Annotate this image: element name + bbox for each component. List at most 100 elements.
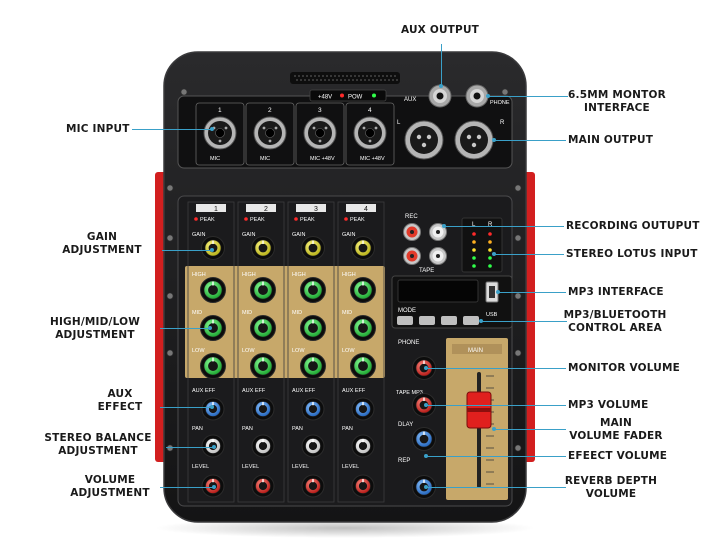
aux-effect-knob-2[interactable] [251, 397, 275, 421]
tape-text: TAPE [419, 268, 434, 274]
pan-knob-2[interactable] [251, 434, 275, 458]
gain-knob-3[interactable] [301, 236, 325, 260]
effect-volume-label: EFEECT VOLUME [568, 450, 668, 462]
mid-text-1: MID [192, 310, 202, 316]
mode-button[interactable] [397, 316, 413, 325]
mic-label-1: MIC [210, 156, 220, 162]
combo-number-4: 4 [368, 107, 372, 114]
level-knob-1[interactable] [201, 474, 225, 498]
previous-button[interactable] [441, 316, 457, 325]
peak-led-4 [344, 217, 348, 221]
channel-number-4: 4 [364, 206, 368, 213]
main-volume-fader[interactable] [466, 391, 492, 429]
level-knob-2[interactable] [251, 474, 275, 498]
aux-eff-text-1: AUX EFF [192, 388, 216, 394]
combo-number-1: 1 [218, 107, 222, 114]
high-text-1: HIGH [192, 272, 206, 278]
aux-effect-knob-1[interactable] [201, 397, 225, 421]
mic-input-3[interactable] [303, 116, 337, 150]
main-volume-fader-line-1: MAIN [599, 417, 633, 429]
rep-text: REP [398, 458, 410, 464]
level-text-4: LEVEL [342, 464, 359, 470]
mp3-bluetooth-label: MP3/BLUETOOTH CONTROL AREA [560, 309, 670, 335]
mic-input-label: MIC INPUT [66, 123, 130, 135]
mic-input-2[interactable] [253, 116, 287, 150]
eq-gold-panel [185, 266, 385, 378]
play-pause-button[interactable] [419, 316, 435, 325]
effect-volume-knob[interactable] [412, 427, 436, 451]
mid-eq-knob-3[interactable] [300, 315, 326, 341]
monitor-volume-label: MONITOR VOLUME [568, 362, 681, 374]
high-eq-knob-4[interactable] [350, 277, 376, 303]
level-meter [461, 217, 503, 273]
gain-knob-2[interactable] [251, 236, 275, 260]
volume-adjustment-line-2: ADJUSTMENT [70, 487, 150, 499]
level-knob-3[interactable] [301, 474, 325, 498]
aux-eff-text-4: AUX EFF [342, 388, 366, 394]
mp3-volume-label: MP3 VOLUME [568, 399, 649, 411]
tape-in-right[interactable] [429, 247, 447, 265]
mid-eq-knob-4[interactable] [350, 315, 376, 341]
level-knob-4[interactable] [351, 474, 375, 498]
high-text-4: HIGH [342, 272, 356, 278]
high-eq-knob-1[interactable] [200, 277, 226, 303]
low-eq-knob-3[interactable] [300, 353, 326, 379]
aux-output-label: AUX OUTPUT [400, 24, 480, 36]
aux-effect-knob-3[interactable] [301, 397, 325, 421]
aux-eff-text-2: AUX EFF [242, 388, 266, 394]
level-text-1: LEVEL [192, 464, 209, 470]
low-eq-knob-2[interactable] [250, 353, 276, 379]
level-text-2: LEVEL [242, 464, 259, 470]
aux-effect-knob-4[interactable] [351, 397, 375, 421]
phone-vol-text: PHONE [398, 340, 419, 346]
main-volume-fader-line-2: VOLUME FADER [569, 430, 663, 442]
mic-input-4[interactable] [353, 116, 387, 150]
main-output-label: MAIN OUTPUT [568, 134, 654, 146]
high-eq-knob-2[interactable] [250, 277, 276, 303]
low-text-4: LOW [342, 348, 355, 354]
meter-r-text: R [488, 222, 493, 228]
peak-led-3 [294, 217, 298, 221]
mp3-interface-label: MP3 INTERFACE [568, 286, 664, 298]
main-output-right[interactable] [454, 120, 494, 160]
phone-output-jack[interactable] [465, 84, 489, 108]
gain-text-1: GAIN [192, 232, 205, 238]
high-text-2: HIGH [242, 272, 256, 278]
volume-adjustment-line-1: VOLUME [84, 474, 136, 486]
stereo-balance-line-1: STEREO BALANCE [44, 432, 152, 444]
high-eq-knob-3[interactable] [300, 277, 326, 303]
pan-knob-3[interactable] [301, 434, 325, 458]
gain-knob-4[interactable] [351, 236, 375, 260]
gain-adjustment-line-2: ADJUSTMENT [62, 244, 142, 256]
next-button[interactable] [463, 316, 479, 325]
low-eq-knob-4[interactable] [350, 353, 376, 379]
volume-adjustment-label: VOLUME ADJUSTMENT [60, 474, 160, 500]
out-r-text: R [500, 120, 505, 126]
main-output-left[interactable] [404, 120, 444, 160]
recording-output-label: RECORDING OUTUPUT [566, 220, 700, 232]
phantom-led [340, 93, 344, 98]
low-eq-knob-1[interactable] [200, 353, 226, 379]
gain-knob-1[interactable] [201, 236, 225, 260]
reverb-depth-label: REVERB DEPTH VOLUME [556, 475, 666, 501]
monitor-interface-line-2: INTERFACE [584, 102, 650, 114]
pan-text-1: PAN [192, 426, 203, 432]
stereo-lotus-input-label: STEREO LOTUS INPUT [566, 248, 698, 260]
mp3-display [397, 279, 479, 303]
tape-in-left[interactable] [403, 247, 421, 265]
high-mid-low-line-2: ADJUSTMENT [55, 329, 135, 341]
mic-input-1[interactable] [203, 116, 237, 150]
gain-adjustment-label: GAIN ADJUSTMENT [42, 231, 162, 257]
mid-eq-knob-2[interactable] [250, 315, 276, 341]
meter-l-text: L [472, 222, 476, 228]
monitor-interface-label: 6.5MM MONTOR INTERFACE [562, 89, 672, 115]
rec-out-left[interactable] [403, 223, 421, 241]
aux-output-jack[interactable] [428, 84, 452, 108]
mp3-bluetooth-line-2: CONTROL AREA [568, 322, 662, 334]
aux-effect-line-2: EFFECT [97, 401, 143, 413]
pan-knob-4[interactable] [351, 434, 375, 458]
mic-label-4: MIC +48V [360, 156, 385, 162]
fader-track [477, 372, 481, 488]
monitor-interface-line-1: 6.5MM MONTOR [568, 89, 666, 101]
